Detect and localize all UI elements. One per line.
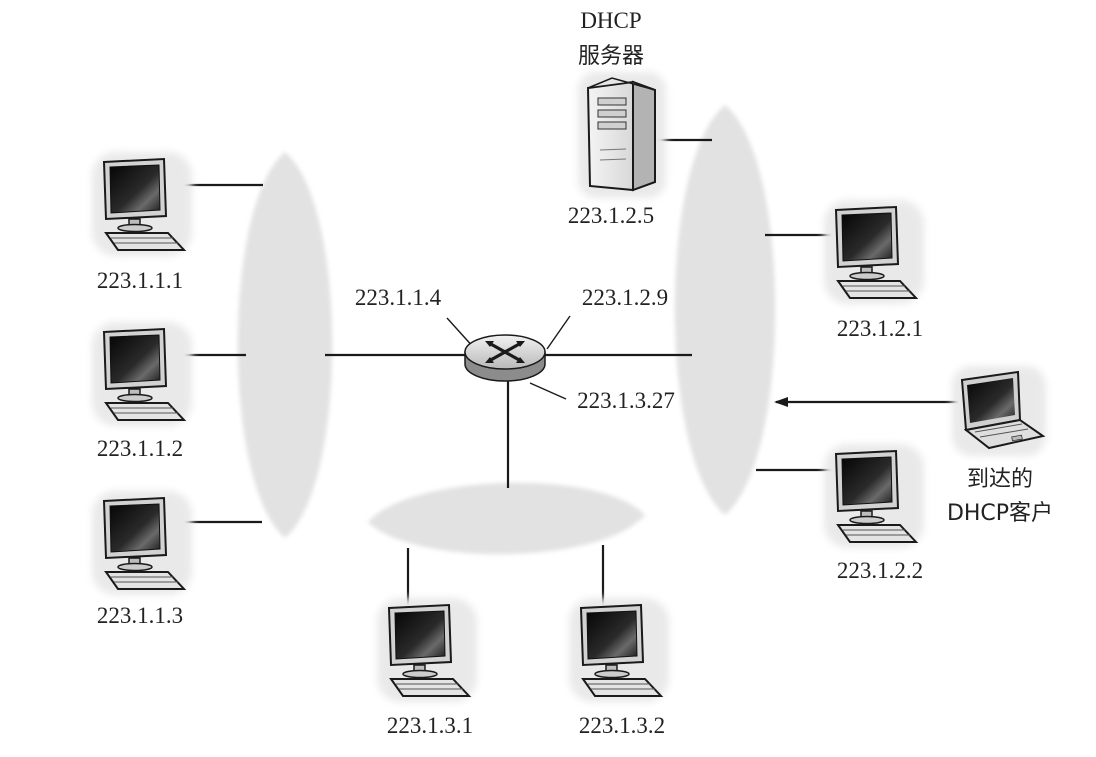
computer-icon: [92, 152, 192, 256]
server-title-line1: DHCP: [580, 8, 641, 33]
arriving-client-label-line1: 到达的: [967, 467, 1033, 492]
laptop-icon: [952, 366, 1046, 456]
router-ip-right-label: 223.1.2.9: [582, 285, 668, 310]
computer-icon: [92, 491, 192, 595]
host-ip-label: 223.1.1.2: [97, 436, 183, 461]
computer-icon: [92, 322, 192, 426]
leader-223-1-2-9: [546, 315, 571, 350]
router-ip-left-label: 223.1.1.4: [355, 285, 442, 310]
computer-icon: [824, 444, 924, 548]
arriving-client-label-line2: DHCP客户: [947, 501, 1053, 526]
router-icon: [464, 334, 546, 382]
subnet-cloud-bottom: [368, 482, 645, 555]
host-ip-label: 223.1.1.1: [97, 268, 183, 293]
host-ip-label: 223.1.3.1: [387, 713, 473, 738]
server-icon: [578, 72, 666, 198]
router-ip-bottom-label: 223.1.3.27: [577, 388, 675, 413]
computer-icon: [377, 598, 477, 702]
computer-icon: [569, 598, 669, 702]
leader-223-1-3-27: [529, 382, 567, 400]
host-ip-label: 223.1.2.1: [837, 316, 923, 341]
subnet-cloud-right: [674, 105, 776, 515]
host-ip-label: 223.1.2.2: [837, 558, 923, 583]
server-title-line2: 服务器: [578, 44, 644, 69]
host-ip-label: 223.1.1.3: [97, 603, 183, 628]
host-ip-label: 223.1.3.2: [579, 713, 665, 738]
subnet-cloud-left: [237, 152, 333, 538]
server-ip-label: 223.1.2.5: [568, 203, 654, 228]
computer-icon: [824, 200, 924, 304]
